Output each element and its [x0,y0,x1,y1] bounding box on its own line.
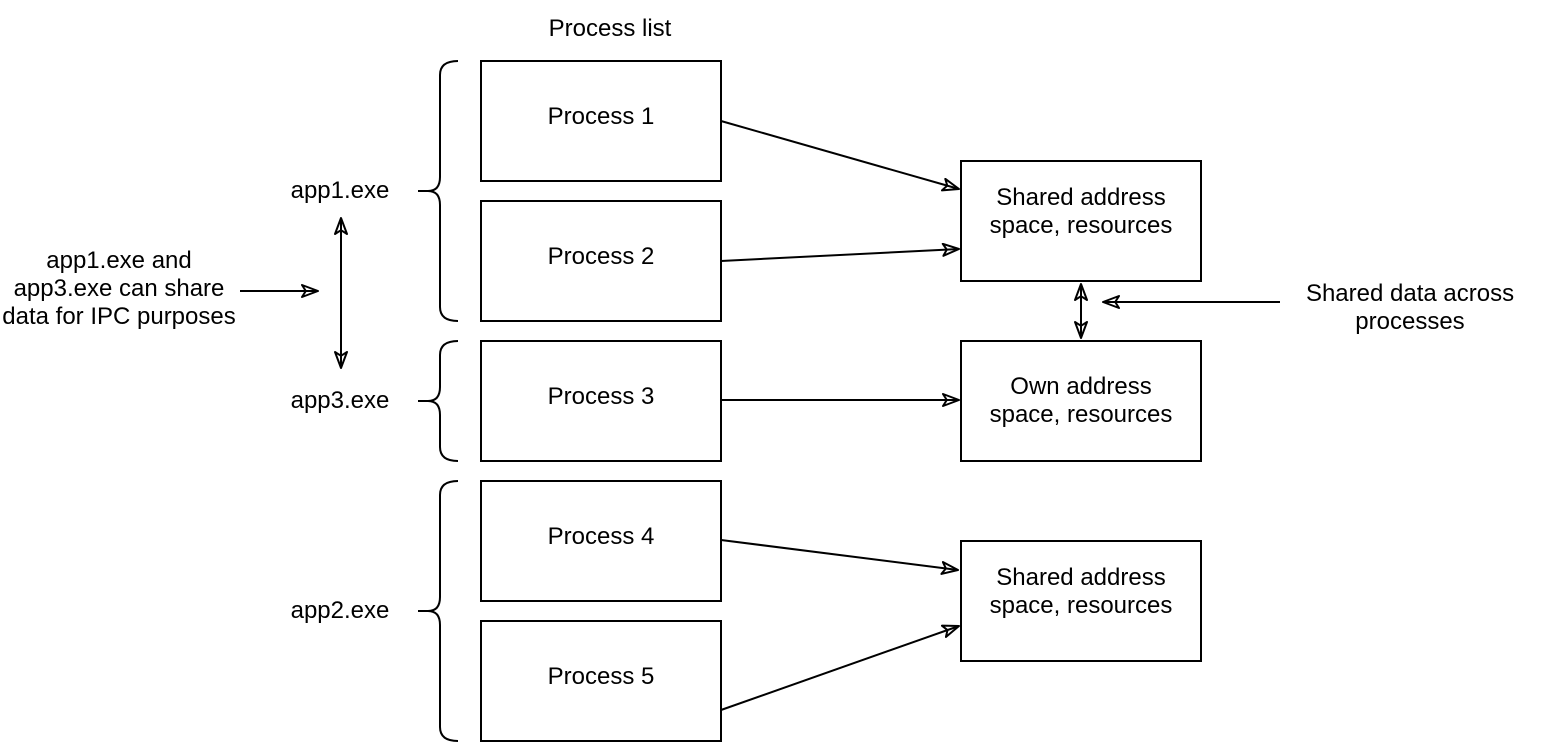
shared-address-box-bottom-line1: Shared address [996,564,1166,591]
shared-address-box-top: Shared address space, resources [960,160,1202,282]
shared-data-note-line1: Shared data across [1305,280,1515,307]
own-address-box-line2: space, resources [989,401,1173,428]
process-box-2: Process 2 [480,200,722,322]
process-box-3: Process 3 [480,340,722,462]
ipc-note-line2: app3.exe can share [13,275,225,302]
process-box-2-label: Process 2 [547,243,655,270]
arrow-process4-to-shared-bottom [720,539,959,575]
process-box-4: Process 4 [480,480,722,602]
shared-data-note: Shared data across processes [1270,280,1542,336]
own-address-box: Own address space, resources [960,340,1202,462]
group-label-app1: app1.exe [290,177,390,204]
shared-address-box-bottom-line2: space, resources [989,592,1173,619]
arrow-process1-to-shared-top [720,120,960,192]
shared-data-note-line2: processes [1355,308,1465,335]
process-box-1-label: Process 1 [547,103,655,130]
process-list-title: Process list [548,15,672,42]
process-box-5-label: Process 5 [547,663,655,690]
shared-address-box-bottom: Shared address space, resources [960,540,1202,662]
shared-address-box-top-line2: space, resources [989,212,1173,239]
process-box-1: Process 1 [480,60,722,182]
own-address-box-line1: Own address [1010,373,1152,400]
arrow-process2-to-shared-top [720,242,960,262]
arrow-process5-to-shared-bottom [720,624,960,711]
process-box-5: Process 5 [480,620,722,742]
group-label-app3: app3.exe [290,387,390,414]
process-box-3-label: Process 3 [547,383,655,410]
ipc-note-line3: data for IPC purposes [2,303,236,330]
group-label-app2: app2.exe [290,597,390,624]
process-box-4-label: Process 4 [547,523,655,550]
ipc-note-line1: app1.exe and [46,247,192,274]
shared-address-box-top-line1: Shared address [996,184,1166,211]
ipc-note: app1.exe and app3.exe can share data for… [0,247,238,331]
